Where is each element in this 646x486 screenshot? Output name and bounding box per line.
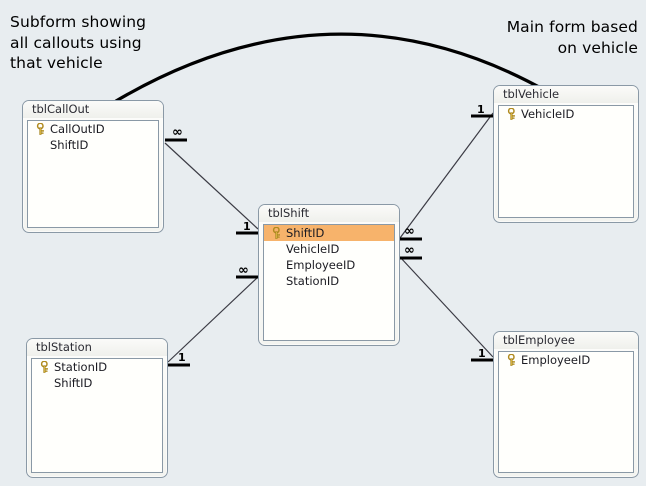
field-label: ShiftID	[286, 226, 325, 240]
table-fields-tblCallOut: CallOutID ShiftID	[27, 120, 159, 228]
relationship-shift-employee[interactable]	[399, 256, 494, 362]
table-fields-tblEmployee: EmployeeID	[498, 351, 634, 473]
field-row[interactable]: VehicleID	[499, 106, 633, 122]
field-label: ShiftID	[50, 138, 89, 152]
table-title-tblEmployee[interactable]: tblEmployee	[494, 332, 638, 349]
field-row[interactable]: StationID	[264, 273, 394, 289]
cardinality-label: ∞	[238, 263, 249, 278]
relationship-line[interactable]	[167, 276, 259, 363]
field-row[interactable]: CallOutID	[28, 121, 158, 137]
table-title-tblStation[interactable]: tblStation	[27, 339, 167, 356]
field-label: EmployeeID	[521, 353, 591, 367]
field-row[interactable]: ShiftID	[264, 225, 394, 241]
cardinality-label: 1	[243, 220, 251, 233]
primary-key-icon	[36, 123, 44, 135]
field-row[interactable]: EmployeeID	[264, 257, 394, 273]
field-label: VehicleID	[286, 242, 340, 256]
field-label: VehicleID	[521, 107, 575, 121]
table-title-tblCallOut[interactable]: tblCallOut	[23, 101, 163, 118]
primary-key-icon	[507, 108, 515, 120]
field-row[interactable]: VehicleID	[264, 241, 394, 257]
relationship-line[interactable]	[399, 112, 494, 239]
field-label: StationID	[54, 360, 108, 374]
annotation-mainform-note: Main form based on vehicle	[506, 18, 638, 57]
primary-key-icon	[272, 227, 280, 239]
relationship-line[interactable]	[164, 142, 259, 230]
field-row[interactable]: EmployeeID	[499, 352, 633, 368]
cardinality-label: 1	[478, 347, 486, 360]
table-fields-tblStation: StationID ShiftID	[31, 358, 163, 473]
cardinality-label: ∞	[404, 243, 415, 258]
table-title-tblShift[interactable]: tblShift	[259, 205, 399, 222]
field-label: ShiftID	[54, 376, 93, 390]
primary-key-icon	[40, 361, 48, 373]
annotation-arc	[114, 32, 550, 103]
table-fields-tblVehicle: VehicleID	[498, 105, 634, 218]
table-title-tblVehicle[interactable]: tblVehicle	[494, 86, 638, 103]
annotation-subform-note: Subform showing all callouts using that …	[10, 13, 147, 73]
cardinality-label: 1	[178, 351, 186, 364]
relationship-line[interactable]	[399, 256, 494, 358]
cardinality-label: 1	[477, 103, 485, 116]
cardinality-label: ∞	[172, 125, 183, 140]
field-label: CallOutID	[50, 122, 105, 136]
field-row[interactable]: ShiftID	[32, 375, 162, 391]
table-fields-tblShift: ShiftID VehicleID EmployeeID StationID	[263, 224, 395, 341]
field-label: EmployeeID	[286, 258, 356, 272]
field-row[interactable]: ShiftID	[28, 137, 158, 153]
relationship-shift-vehicle[interactable]	[399, 112, 494, 241]
field-label: StationID	[286, 274, 340, 288]
cardinality-label: ∞	[404, 224, 415, 239]
field-row[interactable]: StationID	[32, 359, 162, 375]
primary-key-icon	[507, 354, 515, 366]
